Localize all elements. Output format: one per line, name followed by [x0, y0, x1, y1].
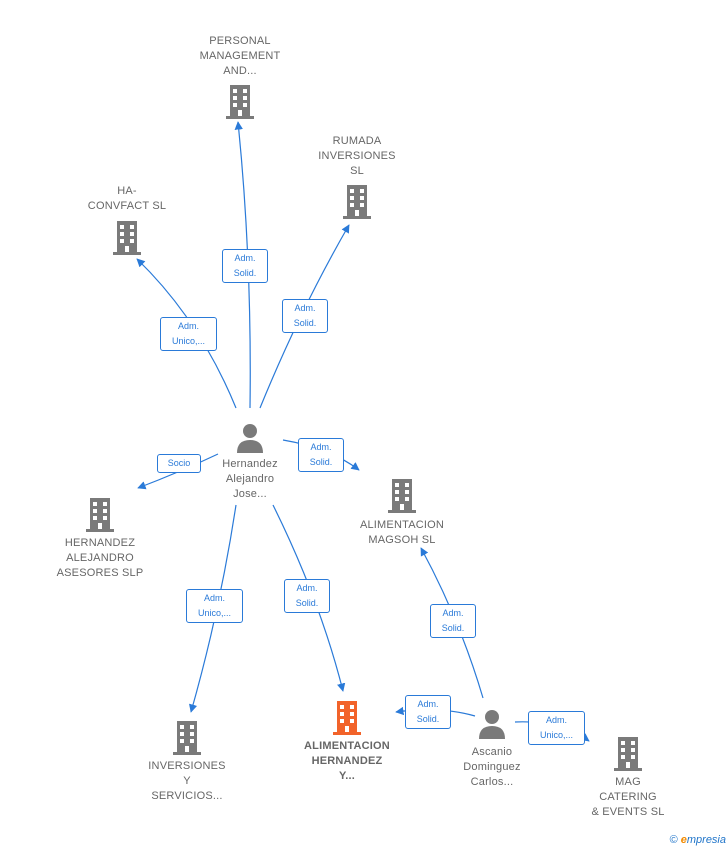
node-label: ALIMENTACION HERNANDEZ Y... [304, 740, 390, 782]
empresia-watermark[interactable]: © empresia [670, 834, 726, 846]
edge-label-ascanio-to-magsoh[interactable]: Adm. Solid. [430, 604, 476, 638]
copyright-symbol: © [669, 834, 678, 846]
node-label: ALIMENTACION MAGSOH SL [359, 519, 445, 546]
node-label: Ascanio Dominguez Carlos... [463, 746, 521, 788]
brand-e: e [680, 834, 687, 846]
brand-logo: empresia [681, 834, 726, 846]
edge-label-ascanio-to-alim-hernandez[interactable]: Adm. Solid. [405, 695, 451, 729]
node-label: HERNANDEZ ALEJANDRO ASESORES SLP [56, 537, 144, 579]
edge-label-to-alimentacion-hernandez[interactable]: Adm. Solid. [284, 579, 330, 613]
edge-label-to-asesores[interactable]: Socio [157, 454, 201, 473]
building-icon [113, 221, 141, 255]
building-icon-highlighted [333, 701, 361, 735]
node-label: MAG CATERING & EVENTS SL [591, 776, 665, 818]
building-icon [343, 185, 371, 219]
edge-label-to-inversiones[interactable]: Adm. Unico,... [186, 589, 243, 623]
edge-label-to-magsoh-1[interactable]: Adm. Solid. [298, 438, 344, 472]
node-label: RUMADA INVERSIONES SL [318, 135, 396, 177]
building-icon [614, 737, 642, 771]
building-icon [86, 498, 114, 532]
building-icon [173, 721, 201, 755]
node-label: INVERSIONES Y SERVICIOS... [148, 760, 226, 802]
node-label: Hernandez Alejandro Jose... [222, 458, 278, 500]
building-icon [226, 85, 254, 119]
edge-label-to-rumada[interactable]: Adm. Solid. [282, 299, 328, 333]
edge-label-ascanio-to-mag[interactable]: Adm. Unico,... [528, 711, 585, 745]
edge-label-to-personal[interactable]: Adm. Solid. [222, 249, 268, 283]
node-label: HA- CONVFACT SL [87, 185, 167, 212]
person-icon [237, 424, 263, 453]
person-icon [479, 710, 505, 739]
edge-label-to-ha-convfact[interactable]: Adm. Unico,... [160, 317, 217, 351]
building-icon [388, 479, 416, 513]
node-label: PERSONAL MANAGEMENT AND... [199, 35, 281, 77]
brand-rest: mpresia [686, 834, 726, 846]
